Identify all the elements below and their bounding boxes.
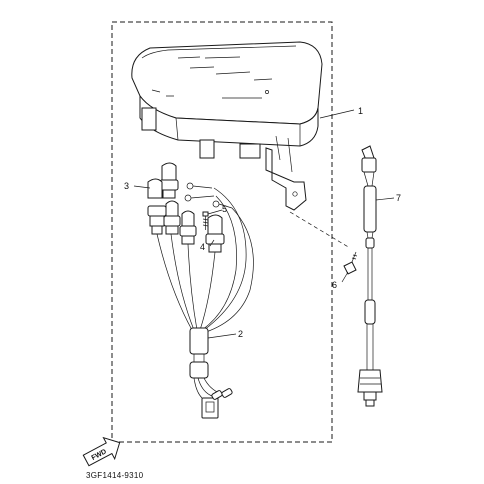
callout-1: 1 xyxy=(358,106,363,116)
leader-1 xyxy=(319,109,355,119)
meter-housing xyxy=(131,41,323,211)
leader-2 xyxy=(207,333,237,339)
mounting-screw xyxy=(289,211,358,275)
callout-3: 3 xyxy=(124,181,129,191)
leader-4 xyxy=(209,239,215,247)
assembly-boundary xyxy=(111,21,333,443)
bulb-socket-group xyxy=(147,162,233,253)
callout-7: 7 xyxy=(396,193,401,203)
leader-5 xyxy=(207,209,223,215)
speedometer-cable xyxy=(357,145,383,407)
callout-6: 6 xyxy=(332,280,337,290)
callout-4: 4 xyxy=(200,242,205,252)
wire-harness xyxy=(156,187,254,419)
leader-3 xyxy=(133,185,151,189)
small-screw xyxy=(202,211,209,230)
diagram-code: 3GF1414-9310 xyxy=(86,471,144,480)
callout-2: 2 xyxy=(238,329,243,339)
leader-6 xyxy=(341,271,349,283)
leader-7 xyxy=(375,197,395,201)
fwd-arrow-icon: FWD xyxy=(82,436,121,467)
callout-5: 5 xyxy=(222,204,227,214)
